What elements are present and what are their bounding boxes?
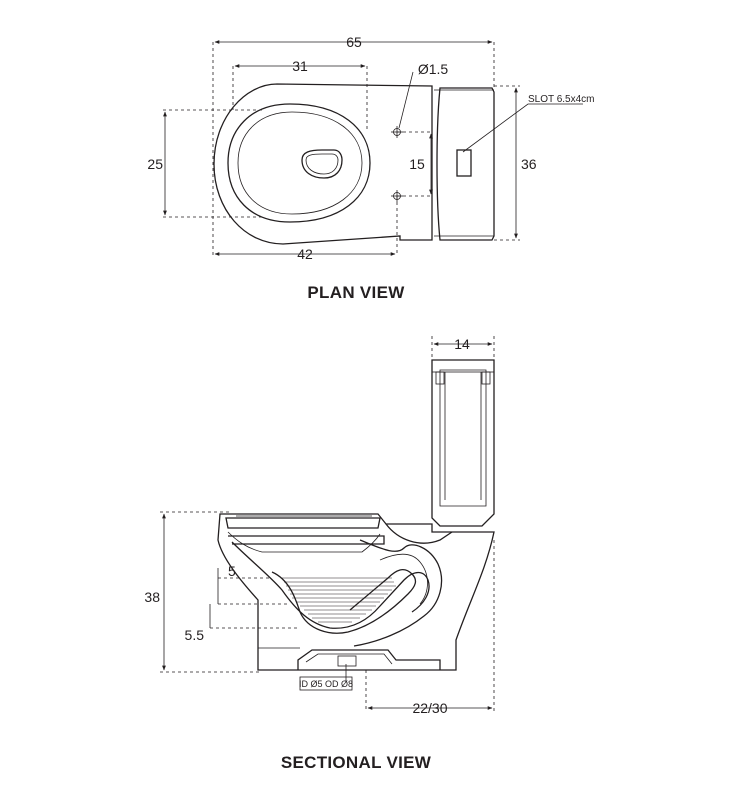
- outlet-label: ID Ø5 OD Ø8: [299, 679, 353, 689]
- seat-hole-bottom: [391, 190, 403, 202]
- toilet-outline-plan: [213, 83, 433, 245]
- dim-seat-length: 31: [292, 58, 308, 74]
- dim-hole-spacing: 15: [409, 156, 425, 172]
- sectional-view-title: SECTIONAL VIEW: [281, 753, 432, 772]
- bowl-body-section: [217, 513, 495, 671]
- water-hatch: [282, 577, 396, 623]
- seat-section: [225, 517, 381, 529]
- trapway: [271, 568, 417, 634]
- bowl-drain-plan: [301, 149, 343, 179]
- outlet-label-box: [299, 676, 353, 691]
- dim-tank-width: 36: [521, 156, 537, 172]
- plan-view: [163, 40, 583, 256]
- slot-label: SLOT 6.5x4cm: [528, 94, 595, 105]
- outlet-base: [297, 649, 441, 670]
- bowl-inner: [231, 541, 430, 629]
- dim-hole-diameter: Ø1.5: [418, 61, 449, 77]
- dim-tank-depth: 14: [454, 336, 470, 352]
- tank-outline-plan: [436, 87, 495, 241]
- dim-rough-in: 22/30: [412, 700, 447, 716]
- seat-rim-plan: [227, 103, 371, 223]
- dim-bowl-width: 25: [147, 156, 163, 172]
- seat-hole-top: [391, 126, 403, 138]
- sectional-view: [160, 336, 495, 712]
- flush-slot: [456, 149, 472, 177]
- dim-bowl-length: 42: [297, 246, 313, 262]
- dim-height: 38: [144, 589, 160, 605]
- tank-section: [431, 359, 495, 527]
- dim-overall-length: 65: [346, 34, 362, 50]
- dim-trap-depth: 5.5: [185, 627, 205, 643]
- dim-water-depth: 5: [228, 563, 236, 579]
- plan-view-title: PLAN VIEW: [307, 283, 405, 302]
- flush-channel: [385, 523, 453, 544]
- tank-lid: [431, 359, 495, 373]
